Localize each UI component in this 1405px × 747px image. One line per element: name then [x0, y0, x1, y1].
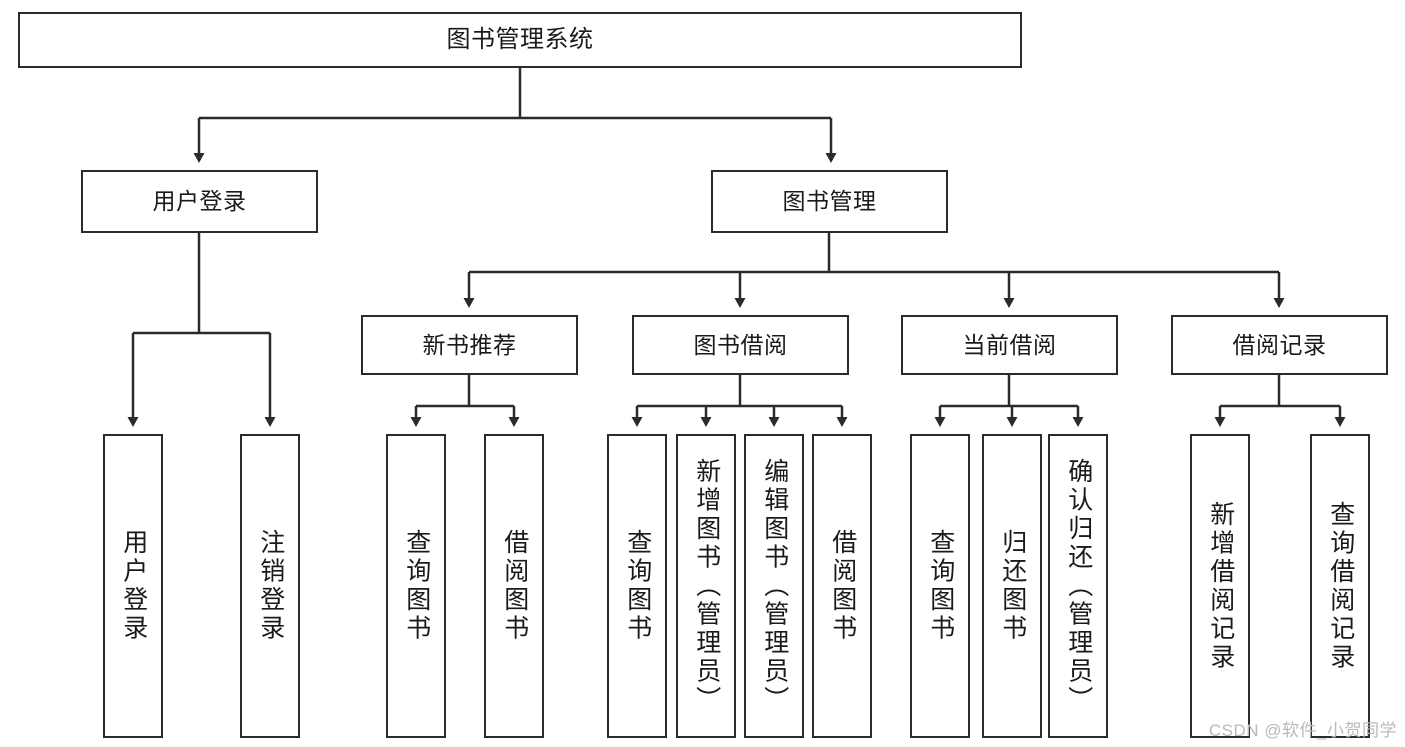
- node-new-book-recommend-label: 新书推荐: [422, 331, 517, 358]
- csdn-watermark: CSDN @软件_小贺同学: [1208, 721, 1397, 740]
- leaf-query-book[interactable]: 查询图书: [607, 434, 667, 738]
- leaf-user-login[interactable]: 用户登录: [103, 434, 163, 738]
- leaf-edit-book-admin[interactable]: 编辑图书（管理员）: [744, 434, 804, 738]
- leaf-query-borrow-record[interactable]: 查询借阅记录: [1310, 434, 1370, 738]
- leaf-query-book-current[interactable]: 查询图书: [910, 434, 970, 738]
- leaf-add-borrow-record[interactable]: 新增借阅记录: [1190, 434, 1250, 738]
- node-user-login-label: 用户登录: [152, 188, 247, 215]
- leaf-query-book-current-label: 查询图书: [926, 529, 955, 643]
- leaf-add-book-admin-label: 新增图书（管理员）: [692, 457, 721, 715]
- leaf-query-book-label: 查询图书: [623, 529, 652, 643]
- node-new-book-recommend[interactable]: 新书推荐: [361, 315, 578, 375]
- node-book-borrow[interactable]: 图书借阅: [632, 315, 849, 375]
- leaf-borrow-book[interactable]: 借阅图书: [812, 434, 872, 738]
- node-book-borrow-label: 图书借阅: [693, 331, 788, 358]
- leaf-query-borrow-record-label: 查询借阅记录: [1326, 500, 1355, 672]
- leaf-user-login-label: 用户登录: [119, 529, 148, 643]
- leaf-borrow-book-recommend[interactable]: 借阅图书: [484, 434, 544, 738]
- leaf-confirm-return-admin-label: 确认归还（管理员）: [1064, 457, 1093, 715]
- node-root[interactable]: 图书管理系统: [18, 12, 1022, 68]
- node-book-management[interactable]: 图书管理: [711, 170, 948, 233]
- node-current-borrow[interactable]: 当前借阅: [901, 315, 1118, 375]
- leaf-query-book-recommend[interactable]: 查询图书: [386, 434, 446, 738]
- leaf-edit-book-admin-label: 编辑图书（管理员）: [760, 457, 789, 715]
- leaf-logout[interactable]: 注销登录: [240, 434, 300, 738]
- node-borrow-record-label: 借阅记录: [1232, 331, 1327, 358]
- leaf-add-borrow-record-label: 新增借阅记录: [1206, 500, 1235, 672]
- leaf-return-book[interactable]: 归还图书: [982, 434, 1042, 738]
- node-borrow-record[interactable]: 借阅记录: [1171, 315, 1388, 375]
- node-user-login[interactable]: 用户登录: [81, 170, 318, 233]
- leaf-add-book-admin[interactable]: 新增图书（管理员）: [676, 434, 736, 738]
- leaf-borrow-book-label: 借阅图书: [828, 529, 857, 643]
- leaf-confirm-return-admin[interactable]: 确认归还（管理员）: [1048, 434, 1108, 738]
- leaf-query-book-recommend-label: 查询图书: [402, 529, 431, 643]
- leaf-logout-label: 注销登录: [256, 529, 285, 643]
- leaf-return-book-label: 归还图书: [998, 529, 1027, 643]
- node-root-label: 图书管理系统: [446, 26, 594, 54]
- node-current-borrow-label: 当前借阅: [962, 331, 1057, 358]
- leaf-borrow-book-recommend-label: 借阅图书: [500, 529, 529, 643]
- node-book-management-label: 图书管理: [782, 188, 877, 215]
